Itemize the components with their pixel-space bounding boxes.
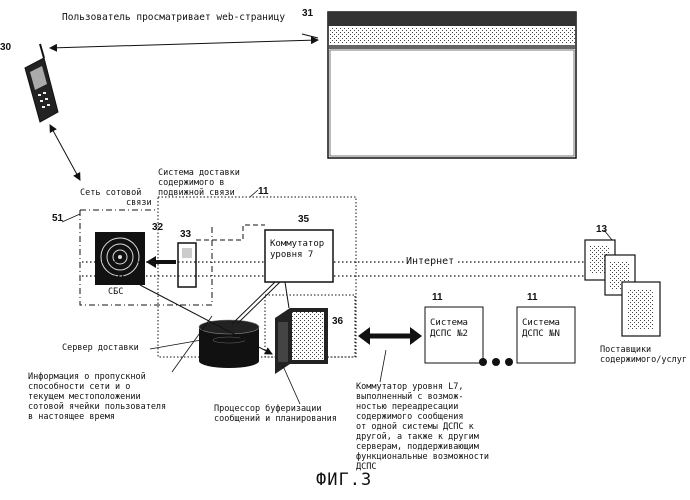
delivery-server-label: Сервер доставки (62, 343, 139, 353)
ref-11-dsps2: 11 (432, 292, 443, 303)
figure-caption: ФИГ.3 (316, 470, 372, 490)
delivery-system-label: Система доставки содержимого в подвижной… (158, 168, 240, 198)
layer7-switch-label: Коммутатор уровня 7 (270, 239, 324, 261)
base-station-icon (95, 232, 145, 285)
bandwidth-location-info-label: Информация о пропускной способности сети… (28, 372, 166, 422)
arrow-phone-to-network (50, 125, 80, 180)
ref-32: 32 (152, 222, 163, 233)
ref-33: 33 (180, 229, 191, 240)
web-browser-window (328, 12, 576, 158)
database-icon (199, 320, 259, 368)
dspsN-label: Система ДСПС №N (522, 318, 560, 340)
content-providers-label: Поставщики содержимого/услуг (600, 345, 687, 365)
arrow-phone-to-browser (50, 40, 318, 48)
delivery-server-icon (178, 243, 196, 287)
ref-36: 36 (332, 316, 343, 327)
sbs-label: СБС (108, 287, 123, 297)
cellular-network-label: Сеть сотовой связи (80, 188, 152, 208)
layer7-switch-description: Коммутатор уровня L7, выполненный с возм… (356, 382, 489, 472)
internet-label: Интернет (404, 257, 456, 267)
ref-31: 31 (302, 8, 313, 19)
content-provider-servers-icon (585, 240, 660, 336)
ref-51: 51 (52, 213, 63, 224)
ref-11-delivery: 11 (258, 186, 269, 197)
dsps2-label: Система ДСПС №2 (430, 318, 468, 340)
ref-30: 30 (0, 42, 11, 53)
user-views-webpage-label: Пользователь просматривает web-страницу (62, 13, 285, 23)
ref-11-dspsN: 11 (527, 292, 538, 303)
ref-13: 13 (596, 224, 607, 235)
ref-35: 35 (298, 214, 309, 225)
mobile-phone-icon (25, 44, 58, 122)
buffer-processor-label: Процессор буферизации сообщений и планир… (214, 404, 337, 424)
buffer-processor-icon (275, 308, 328, 374)
